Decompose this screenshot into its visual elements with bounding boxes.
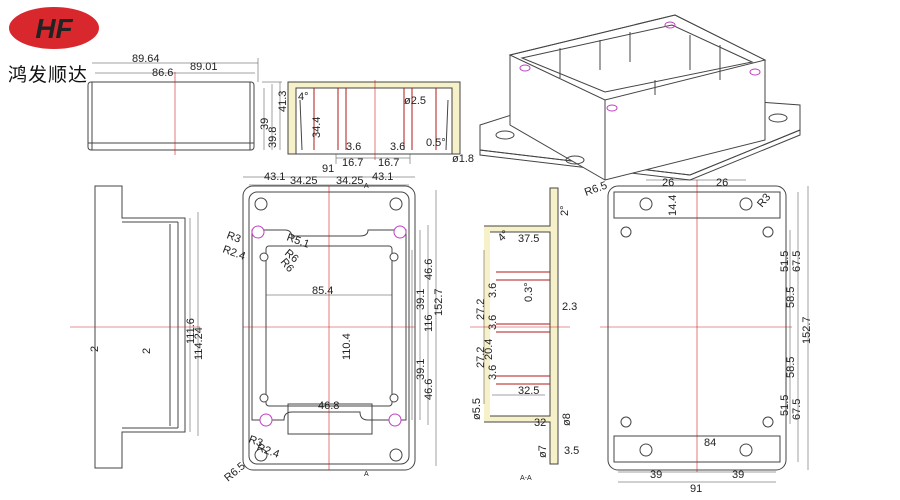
dim-sd-w: 37.5 xyxy=(518,233,539,245)
dim-bp-v4: 58.5 xyxy=(785,357,797,378)
dim-sec-wall-2: 3.6 xyxy=(390,141,405,153)
dim-bp-total-w: 91 xyxy=(690,483,702,495)
dim-sd-r3: 3.6 xyxy=(487,315,499,330)
dim-sd-top: 2° xyxy=(559,205,571,216)
dim-bp-top2: 26 xyxy=(716,177,728,189)
dim-bp-v6: 67.5 xyxy=(791,399,803,420)
dim-bp-total: 152.7 xyxy=(801,316,813,344)
dim-sec-pin: ø1.8 xyxy=(452,153,474,165)
bottom-plan-view xyxy=(600,179,809,483)
dim-bp-r: R3 xyxy=(755,191,773,209)
dim-sd-wall: 2.3 xyxy=(562,301,577,313)
dim-sd-d1: ø5.5 xyxy=(471,398,483,420)
logo-text: HF xyxy=(35,13,73,44)
dim-bp-b2: 39 xyxy=(732,469,744,481)
dim-bp-v2: 67.5 xyxy=(791,251,803,272)
dim-plan-br1: R3 xyxy=(247,434,264,450)
dim-top-width-2: 86.6 xyxy=(152,67,173,79)
left-side-view xyxy=(70,185,200,469)
dim-plan-v3: 116 xyxy=(423,314,435,332)
dim-plan-r1: R3 xyxy=(225,230,242,246)
dim-top-height-2: 39.8 xyxy=(267,127,279,148)
dim-sd-r1: 3.6 xyxy=(487,283,499,298)
section-tag: A-A xyxy=(520,475,532,482)
dim-plan-q2: 34.25 xyxy=(290,175,318,187)
dim-plan-v4: 152.7 xyxy=(433,288,445,316)
dim-plan-v1: 39.1 xyxy=(415,289,427,310)
dim-sec-hole: ø2.5 xyxy=(404,95,426,107)
dim-bp-off: 14.4 xyxy=(667,195,679,216)
dim-sec-half-1: 16.7 xyxy=(342,157,363,169)
dim-sd-r5: 27.2 xyxy=(475,347,487,368)
dim-top-width-1: 89.64 xyxy=(132,53,160,65)
dim-top-width-3: 89.01 xyxy=(190,61,218,73)
dim-bp-corner: R6.5 xyxy=(583,180,609,199)
dim-sd-r2: 27.2 xyxy=(475,299,487,320)
top-side-view xyxy=(87,58,282,155)
dim-bp-v3: 58.5 xyxy=(785,287,797,308)
dim-sd-len: 32 xyxy=(534,417,546,429)
dim-bp-top1: 26 xyxy=(662,177,674,189)
screw-hole-icon xyxy=(251,197,774,462)
dim-top-height-3: 41.3 xyxy=(277,91,289,112)
plan-view xyxy=(242,176,437,471)
dim-sd-foot: 3.5 xyxy=(564,445,579,457)
dim-sd-draft: 0.3° xyxy=(523,282,535,302)
dim-side-t2: 2 xyxy=(141,348,153,354)
dim-plan-v5: 39.1 xyxy=(415,359,427,380)
dim-side-h1: 111.6 xyxy=(185,318,197,344)
dim-sd-r6: 3.6 xyxy=(487,365,499,380)
side-section-view xyxy=(470,187,570,465)
dim-plan-v6: 46.6 xyxy=(423,379,435,400)
dim-sec-draft: 0.5° xyxy=(426,137,446,149)
dim-plan-total: 91 xyxy=(322,163,334,175)
dim-plan-v2: 46.6 xyxy=(423,259,435,280)
dim-bp-v5: 51.5 xyxy=(779,395,791,416)
dim-top-height-1: 39 xyxy=(259,118,271,130)
section-mark-bottom: A xyxy=(364,471,369,478)
section-mark-top: A xyxy=(364,183,369,190)
dim-side-h2: 114.24 xyxy=(193,327,205,360)
dim-plan-q1: 43.1 xyxy=(264,171,285,183)
dim-sec-depth: 34.4 xyxy=(311,117,323,138)
dim-bp-v1: 51.5 xyxy=(779,251,791,272)
dim-plan-q3: 34.25 xyxy=(336,175,364,187)
dim-sd-d3: ø7 xyxy=(537,445,549,458)
brand-name: 鸿发顺达 xyxy=(8,64,89,86)
dim-plan-inner-h: 110.4 xyxy=(341,333,353,360)
dim-plan-bottom-w: 46.8 xyxy=(318,400,339,412)
dim-sec-angle: 4° xyxy=(298,91,309,103)
dim-plan-q4: 43.1 xyxy=(372,171,393,183)
dim-side-t1: 2 xyxy=(89,346,101,352)
section-view xyxy=(287,80,461,164)
dim-sd-d2: ø8 xyxy=(561,413,573,426)
dim-sec-wall-1: 3.6 xyxy=(346,141,361,153)
dim-plan-inner-w: 85.4 xyxy=(312,285,333,297)
dim-bp-span: 84 xyxy=(704,437,716,449)
dim-bp-b1: 39 xyxy=(650,469,662,481)
iso-view xyxy=(479,14,801,181)
dim-sd-r4: 20.4 xyxy=(483,339,495,360)
dim-sec-half-2: 16.7 xyxy=(378,157,399,169)
dim-sd-base: 32.5 xyxy=(518,385,539,397)
logo-icon: HF xyxy=(8,6,100,50)
